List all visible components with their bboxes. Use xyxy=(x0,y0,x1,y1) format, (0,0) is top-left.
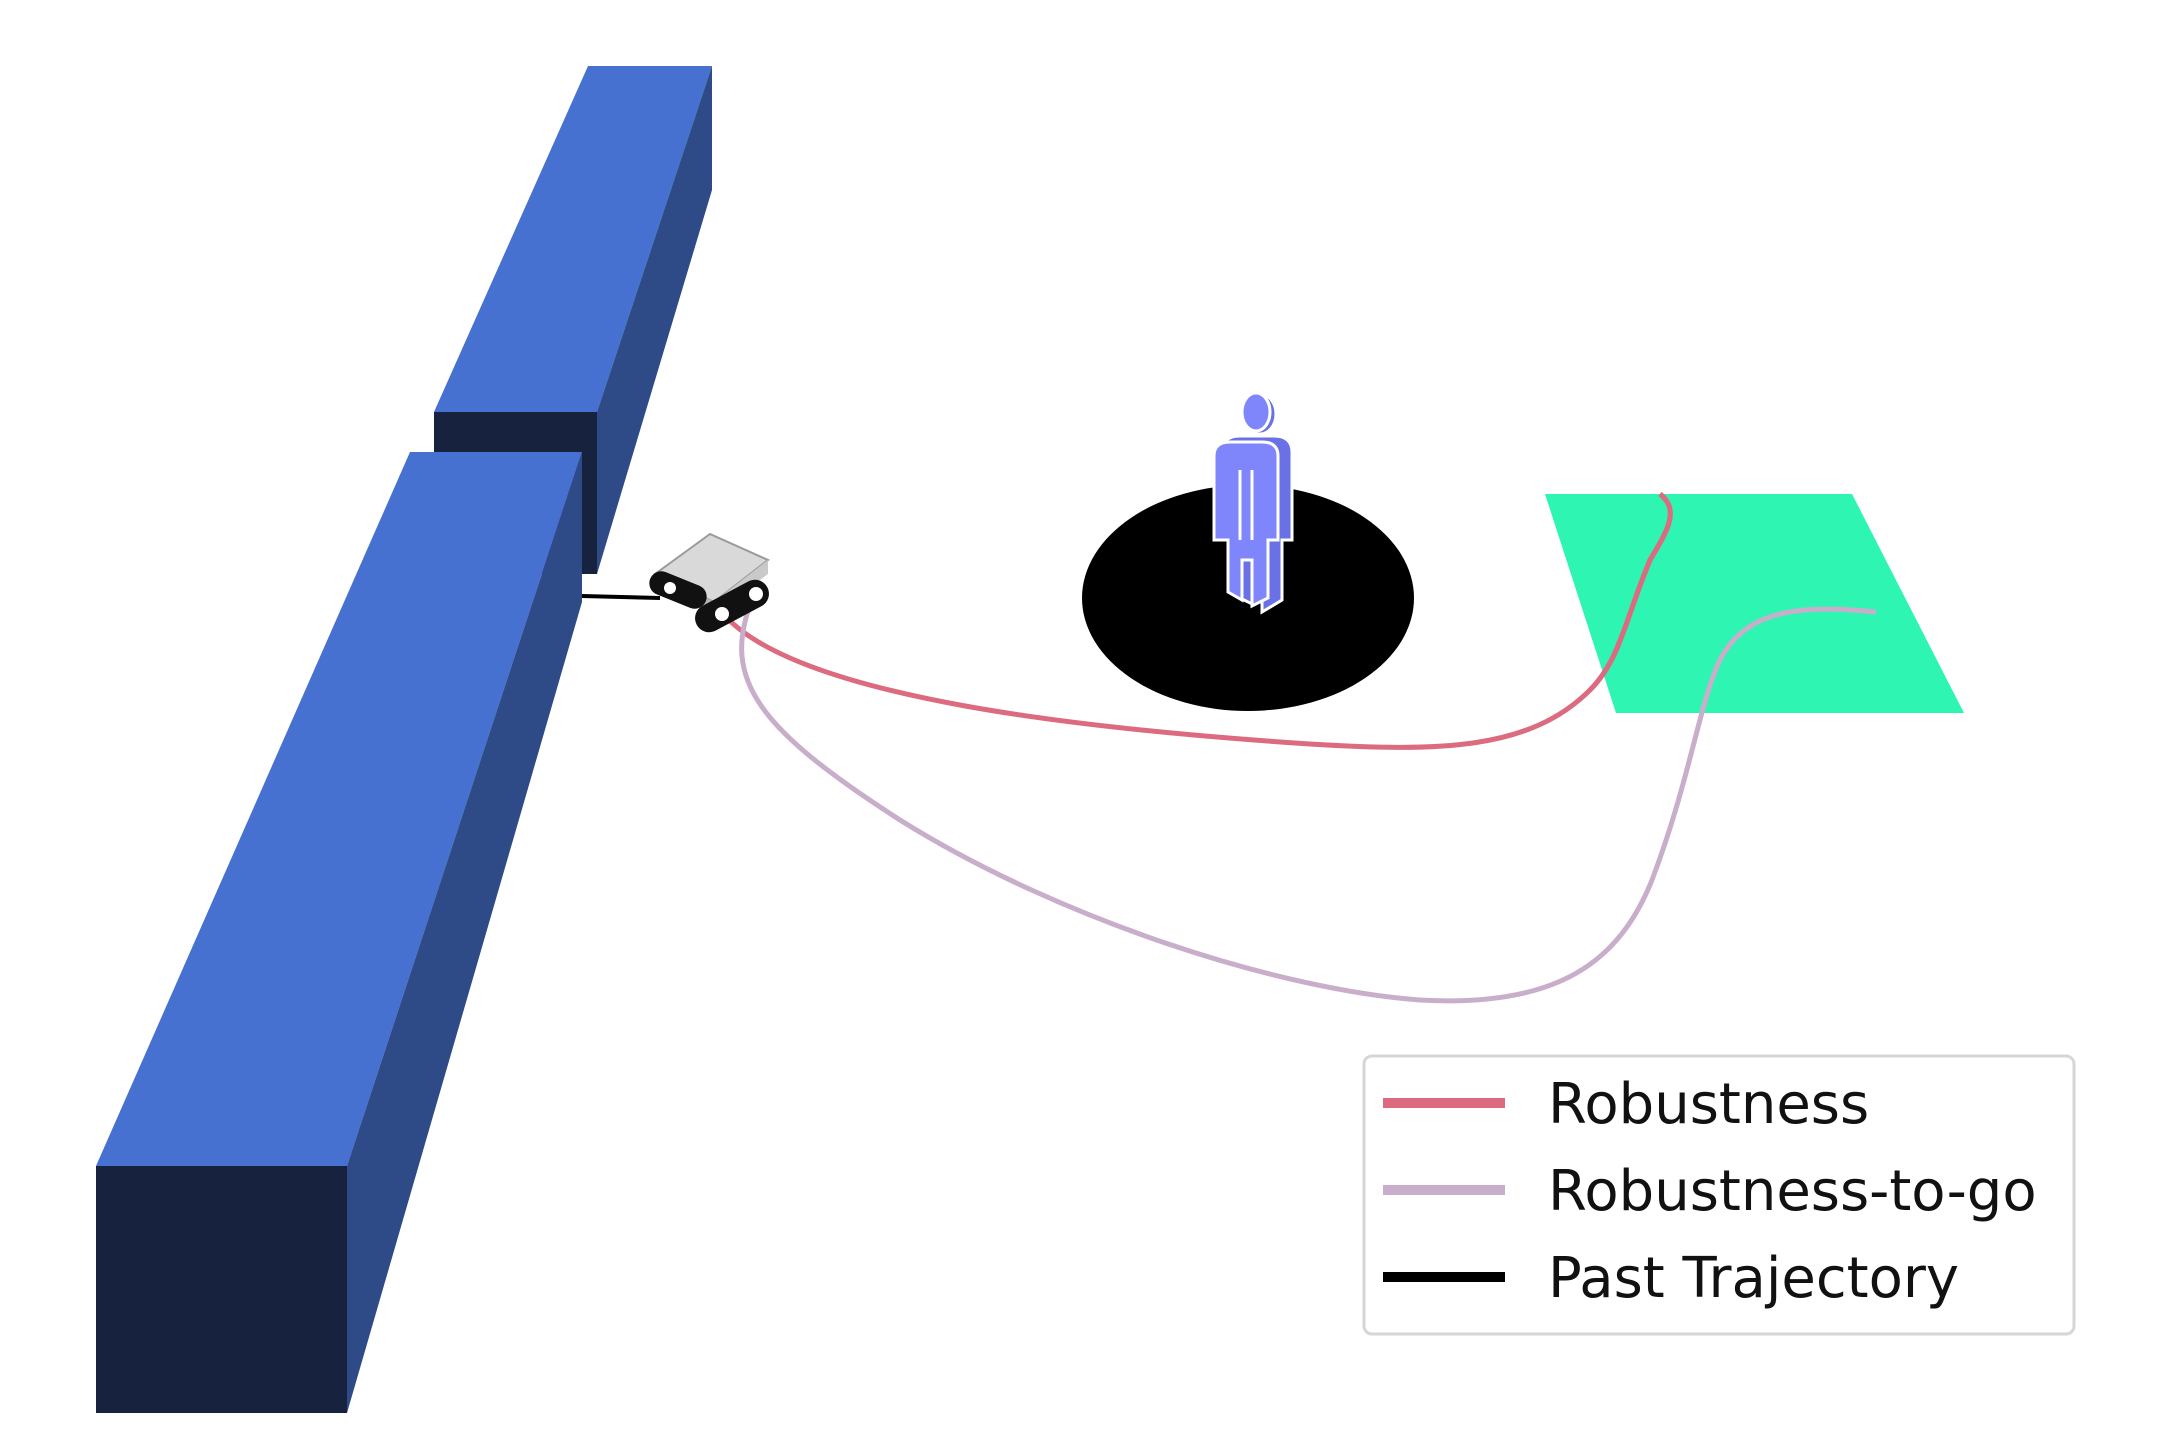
legend-box xyxy=(1362,1054,2076,1336)
past-trajectory-line xyxy=(581,594,661,600)
human-icon xyxy=(1212,391,1294,615)
legend-label-robustness-to-go: Robustness-to-go xyxy=(1548,1159,2037,1224)
goal-region xyxy=(1545,494,1964,713)
wall-front-side xyxy=(347,452,582,1413)
wall-back-top xyxy=(434,66,712,412)
wall-front xyxy=(96,452,582,1413)
robustness-to-go-line xyxy=(739,599,1877,1004)
robot-icon xyxy=(649,532,770,633)
legend-label-past-trajectory: Past Trajectory xyxy=(1548,1246,1959,1311)
legend-label-robustness: Robustness xyxy=(1548,1072,1869,1137)
wall-back-side xyxy=(597,66,712,574)
wall-front-front xyxy=(96,1166,347,1413)
legend: Robustness Robustness-to-go Past Traject… xyxy=(1362,1054,2076,1336)
wall-front-top xyxy=(96,452,582,1166)
robustness-line-in-goal xyxy=(1588,492,1673,692)
